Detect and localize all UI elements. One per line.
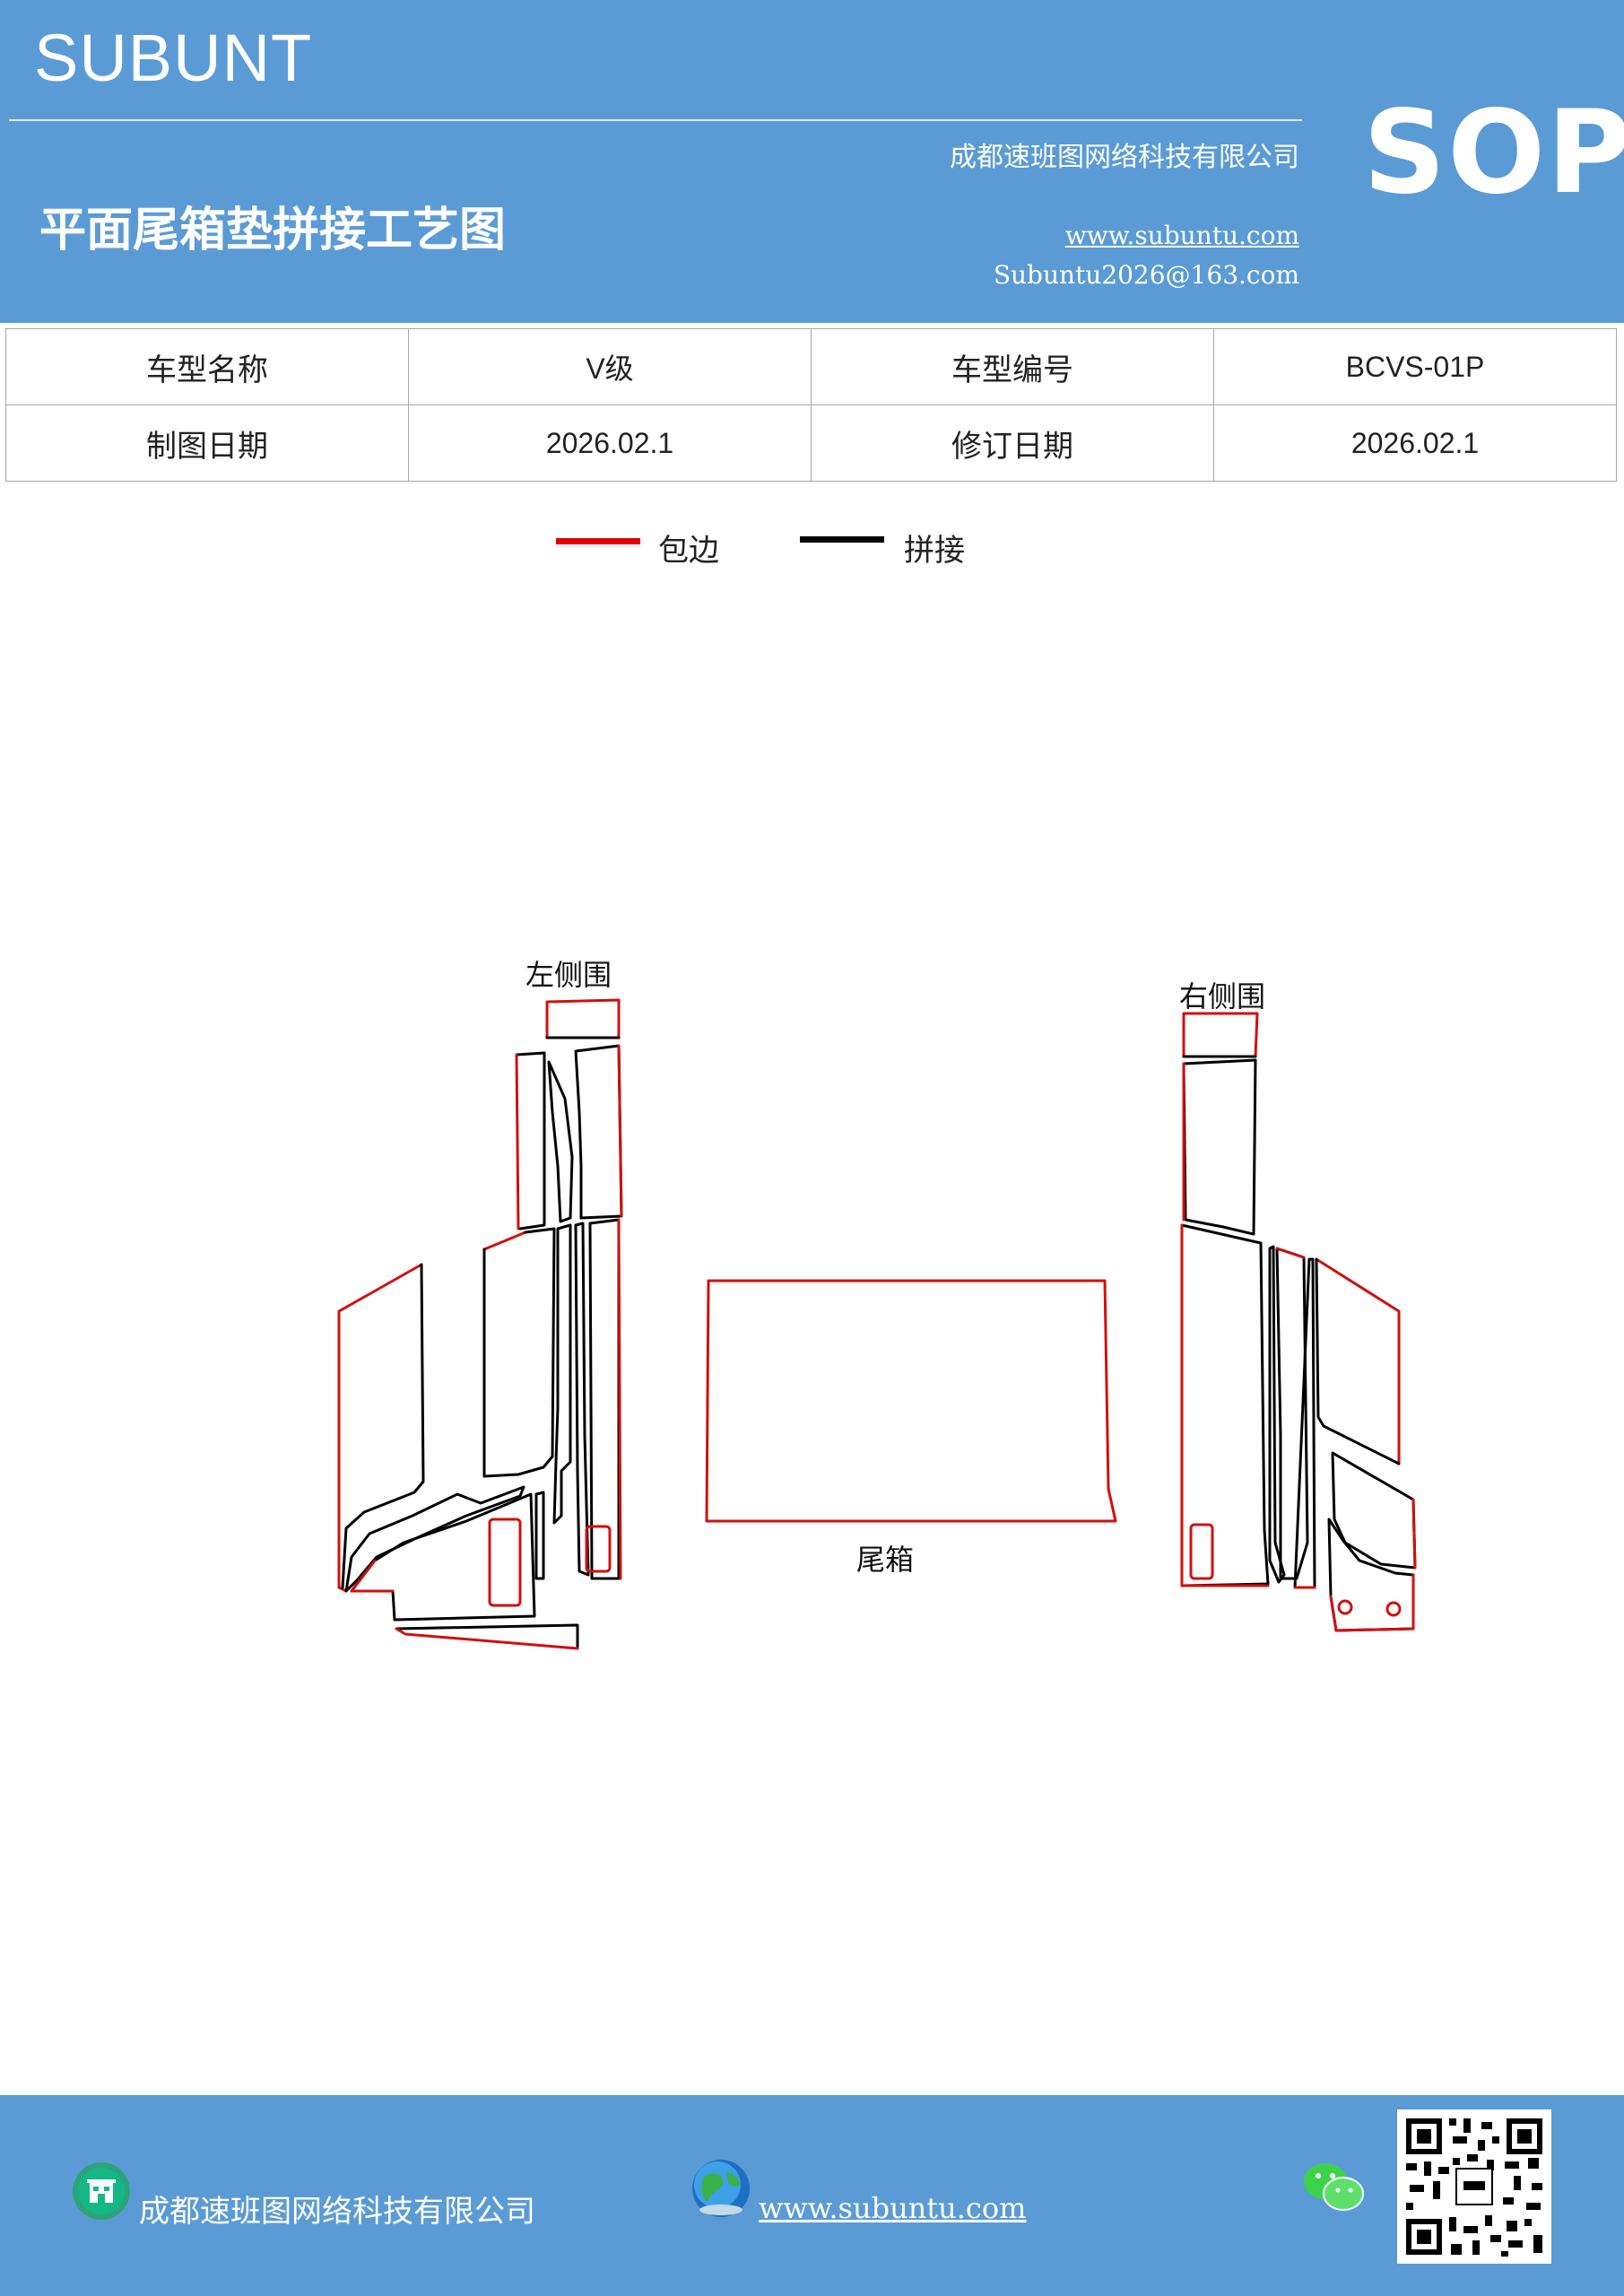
right-hole-left bbox=[1337, 1599, 1353, 1615]
table-label: 车型名称 bbox=[5, 328, 409, 405]
left-bottom-strip-edge bbox=[395, 1627, 579, 1650]
legend-seam-label: 拼接 bbox=[904, 533, 965, 569]
left-upper-strip-a bbox=[515, 1051, 546, 1231]
left-small-window bbox=[585, 1525, 612, 1573]
right-outer-wedge-edge bbox=[1315, 1257, 1401, 1465]
left-mid-piece-edge bbox=[482, 1231, 527, 1251]
left-right-column bbox=[588, 1218, 621, 1580]
right-slim-strip-b-edge bbox=[1275, 1247, 1306, 1259]
legend-edge-swatch bbox=[556, 538, 640, 544]
table-value: 2026.02.1 bbox=[1213, 404, 1617, 482]
table-label: 车型编号 bbox=[811, 328, 1214, 405]
trunk-floor-panel bbox=[705, 1279, 1117, 1523]
building-icon bbox=[73, 2162, 130, 2220]
right-top-piece-edge bbox=[1182, 1012, 1259, 1058]
left-bottom-strip-seam bbox=[395, 1623, 579, 1650]
left-curved-piece-b-edge bbox=[350, 1559, 395, 1593]
left-side-panel bbox=[337, 998, 623, 1650]
left-curved-piece-b bbox=[350, 1492, 536, 1622]
left-upper-right-piece bbox=[574, 1044, 623, 1220]
trunk-label: 尾箱 bbox=[856, 1543, 915, 1577]
header-banner bbox=[0, 0, 1624, 323]
info-table: 车型名称 V级 车型编号 BCVS-01P 制图日期 2026.02.1 修订日… bbox=[5, 328, 1617, 482]
trunk-floor-edge bbox=[705, 1279, 1117, 1523]
left-upper-right-edge bbox=[617, 1044, 623, 1218]
footer-company: 成都速班图网络科技有限公司 bbox=[139, 2194, 535, 2230]
right-small-window bbox=[1189, 1523, 1214, 1580]
page-title: 平面尾箱垫拼接工艺图 bbox=[39, 203, 507, 257]
brand-name: SUBUNT bbox=[34, 21, 313, 95]
right-slim-strip-a bbox=[1268, 1245, 1286, 1584]
header-email: Subuntu2026@163.com bbox=[993, 260, 1299, 290]
left-panel-label: 左侧围 bbox=[525, 958, 612, 992]
right-bottom-piece-edge bbox=[1329, 1573, 1415, 1632]
left-center-slim bbox=[534, 1491, 545, 1580]
left-long-strip bbox=[574, 1222, 590, 1577]
left-slim-strip bbox=[552, 1223, 572, 1525]
right-side-panel bbox=[1180, 1012, 1417, 1632]
left-top-piece-edge bbox=[545, 998, 621, 1039]
left-mid-piece bbox=[482, 1227, 556, 1478]
table-row: 制图日期 2026.02.1 修订日期 2026.02.1 bbox=[5, 404, 1617, 482]
table-value: 2026.02.1 bbox=[408, 404, 812, 482]
right-hole-right bbox=[1385, 1601, 1402, 1617]
wechat-icon bbox=[1304, 2163, 1364, 2211]
right-outer-wedge-seam bbox=[1315, 1257, 1401, 1465]
right-lower-wedge bbox=[1331, 1451, 1417, 1570]
sop-badge: SOP bbox=[1363, 86, 1624, 220]
header-divider bbox=[9, 119, 1302, 121]
right-upper-column bbox=[1182, 1058, 1257, 1236]
left-wedge-seam bbox=[341, 1263, 425, 1589]
left-tapered-strip bbox=[547, 1060, 574, 1223]
right-lower-wedge-edge bbox=[1411, 1498, 1417, 1570]
table-value: V级 bbox=[408, 328, 812, 405]
table-value: BCVS-01P bbox=[1213, 328, 1617, 405]
globe-icon bbox=[692, 2160, 750, 2217]
left-wedge-edge bbox=[337, 1263, 423, 1593]
right-lower-column-edge bbox=[1180, 1223, 1270, 1587]
left-lower-window bbox=[488, 1518, 522, 1607]
legend-seam-swatch bbox=[800, 536, 884, 543]
left-curved-piece-a bbox=[344, 1485, 525, 1593]
header-website-link[interactable]: www.subuntu.com bbox=[1064, 221, 1299, 250]
legend-edge-label: 包边 bbox=[658, 533, 719, 569]
right-panel-label: 右侧围 bbox=[1179, 979, 1266, 1013]
qr-code[interactable] bbox=[1397, 2109, 1551, 2264]
table-label: 制图日期 bbox=[5, 404, 409, 482]
qr-code-pattern bbox=[1397, 2109, 1551, 2264]
left-right-column-edge bbox=[617, 1218, 622, 1580]
table-label: 修订日期 bbox=[811, 404, 1214, 482]
left-upper-strip-a-edge bbox=[515, 1053, 520, 1231]
right-lower-column bbox=[1180, 1223, 1270, 1587]
table-row: 车型名称 V级 车型编号 BCVS-01P bbox=[5, 328, 1617, 405]
footer-website-link[interactable]: www.subuntu.com bbox=[759, 2191, 1027, 2225]
header-company: 成都速班图网络科技有限公司 bbox=[950, 142, 1299, 173]
